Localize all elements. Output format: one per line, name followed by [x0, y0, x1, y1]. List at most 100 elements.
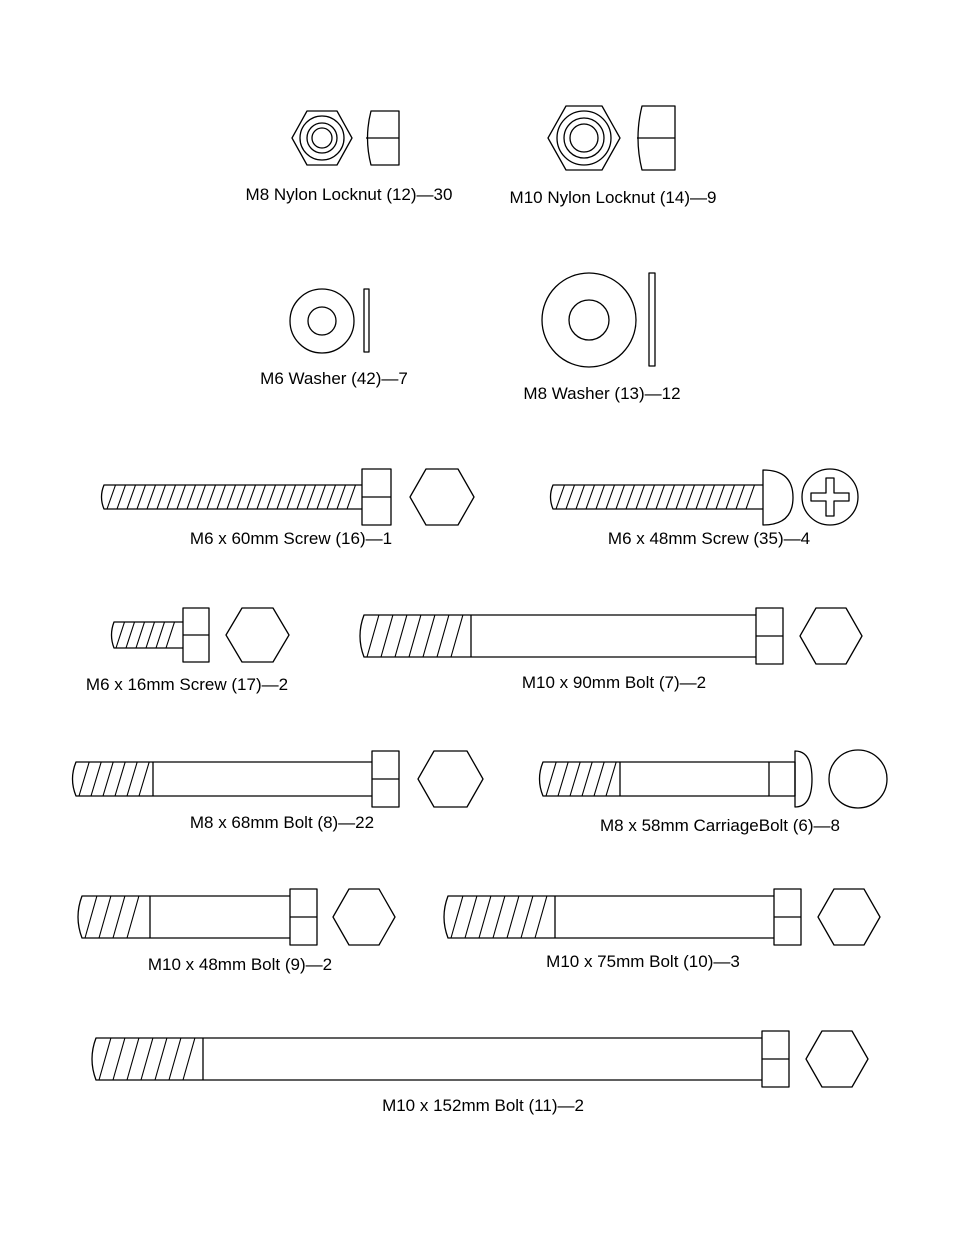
thread-line [605, 484, 616, 510]
thread-line [138, 761, 150, 797]
thread-line [685, 484, 696, 510]
m8-locknut-inner-ring [311, 127, 333, 149]
m10x48-bolt-shank-outline [77, 895, 290, 939]
m10x90-bolt [359, 607, 863, 665]
thread-line [112, 895, 126, 939]
thread-line [126, 1037, 140, 1081]
m6x48-screw-phillips-head-end [801, 468, 859, 526]
thread-line [569, 761, 581, 797]
thread-line [296, 484, 307, 510]
m6-washer-side-view [363, 288, 370, 353]
m8x58-carriage-bolt-dome-head-end [828, 749, 888, 809]
m10x48-bolt-hex-head-end [332, 888, 396, 946]
thread-line [236, 484, 247, 510]
thread-line [246, 484, 257, 510]
m10x48-bolt-hex-head-side [289, 888, 318, 946]
thread-line [645, 484, 656, 510]
thread-line [114, 761, 126, 797]
m6x16-screw-label: M6 x 16mm Screw (17)—2 [86, 675, 288, 694]
m10x90-bolt-hex-head-end [799, 607, 863, 665]
m10x90-bolt-label: M10 x 90mm Bolt (7)—2 [522, 673, 706, 692]
thread-line [436, 614, 450, 658]
m10x90-bolt-hex-head-side [755, 607, 784, 665]
thread-line [176, 484, 187, 510]
thread-line [155, 621, 166, 649]
m10x75-bolt [443, 888, 881, 946]
m10-locknut-inner-ring [569, 123, 599, 153]
m6x16-screw-hex-head-side [182, 607, 210, 663]
thread-line [745, 484, 756, 510]
thread-line [715, 484, 726, 510]
m8x58-carriage-bolt-label: M8 x 58mm CarriageBolt (6)—8 [600, 816, 840, 835]
m10x152-bolt-shank-outline [91, 1037, 762, 1081]
m6x16-screw-threads [115, 621, 176, 649]
thread-line [166, 484, 177, 510]
thread-line [156, 484, 167, 510]
m8x68-bolt [71, 750, 484, 808]
m8-locknut-outer-ring [306, 122, 338, 154]
thread-line [422, 614, 436, 658]
thread-line [625, 484, 636, 510]
m6x48-screw-round-head-side [762, 469, 794, 526]
phillips-cross-icon [810, 477, 850, 517]
m10x75-bolt-label: M10 x 75mm Bolt (10)—3 [546, 952, 740, 971]
m6x60-screw-threads [106, 484, 357, 510]
thread-line [394, 614, 408, 658]
thread-line [585, 484, 596, 510]
m6-washer-label: M6 Washer (42)—7 [260, 369, 408, 388]
m10-nylon-locknut [547, 105, 676, 171]
thread-line [450, 614, 464, 658]
m6x60-screw-hex-head-end [409, 468, 475, 526]
m8x58-carriage-bolt [538, 749, 888, 809]
thread-line [126, 895, 140, 939]
thread-line [196, 484, 207, 510]
thread-line [206, 484, 217, 510]
m10x90-bolt-threads [366, 614, 464, 658]
thread-line [168, 1037, 182, 1081]
thread-line [226, 484, 237, 510]
m10-locknut-collar-circle [556, 110, 612, 166]
m6x48-screw-thread-outline [549, 484, 763, 510]
m10x48-bolt-label: M10 x 48mm Bolt (9)—2 [148, 955, 332, 974]
thread-line [84, 895, 98, 939]
thread-line [126, 484, 137, 510]
m8-washer-hole [568, 299, 610, 341]
m6-washer-hole [307, 306, 337, 336]
m6x16-screw [110, 607, 290, 663]
m8x68-bolt-shank-outline [71, 761, 372, 797]
thread-line [635, 484, 646, 510]
m10x152-bolt [91, 1030, 869, 1088]
thread-line [316, 484, 327, 510]
thread-line [146, 484, 157, 510]
m8-nylon-locknut-label: M8 Nylon Locknut (12)—30 [246, 185, 453, 204]
thread-line [366, 614, 380, 658]
m6x48-screw-label: M6 x 48mm Screw (35)—4 [608, 529, 810, 548]
thread-line [266, 484, 277, 510]
thread-line [256, 484, 267, 510]
thread-line [154, 1037, 168, 1081]
thread-line [581, 761, 593, 797]
m10x75-bolt-shank-outline [443, 895, 774, 939]
thread-line [116, 484, 127, 510]
m6x60-screw-label: M6 x 60mm Screw (16)—1 [190, 529, 392, 548]
thread-line [705, 484, 716, 510]
m8-washer-side-view [648, 272, 656, 367]
thread-line [593, 761, 605, 797]
thread-line [555, 484, 566, 510]
thread-line [380, 614, 394, 658]
m10x152-bolt-threads [98, 1037, 196, 1081]
thread-line [605, 761, 617, 797]
thread-line [106, 484, 117, 510]
m6x60-screw-hex-head-side [361, 468, 392, 526]
m6x60-screw-thread-outline [100, 484, 362, 510]
thread-line [98, 895, 112, 939]
m8-nylon-locknut [291, 110, 400, 166]
m10x152-bolt-label: M10 x 152mm Bolt (11)—2 [382, 1096, 584, 1115]
m8x58-carriage-bolt-threads [545, 761, 617, 797]
thread-line [545, 761, 557, 797]
thread-line [725, 484, 736, 510]
thread-line [326, 484, 337, 510]
thread-line [78, 761, 90, 797]
thread-line [115, 621, 126, 649]
